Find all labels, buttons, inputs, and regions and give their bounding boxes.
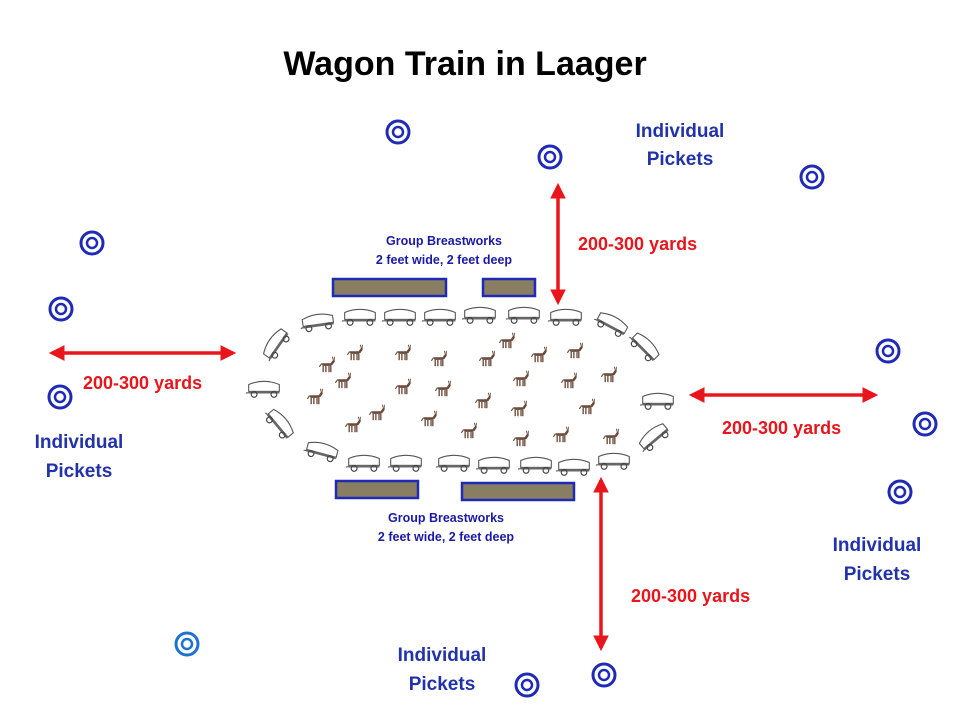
page-title: Wagon Train in Laager bbox=[283, 45, 646, 83]
mule-icon bbox=[478, 350, 496, 367]
covered-wagon-icon bbox=[548, 308, 582, 326]
mule-icon bbox=[560, 372, 578, 389]
picket-target-icon bbox=[79, 230, 105, 256]
picket-target-icon bbox=[514, 672, 540, 698]
mule-icon bbox=[334, 372, 352, 389]
distance-label-east: 200-300 yards bbox=[722, 418, 841, 438]
mule-icon bbox=[344, 416, 362, 433]
mule-herd bbox=[306, 332, 620, 447]
pickets-label-s-line2: Pickets bbox=[409, 674, 476, 695]
covered-wagon-icon bbox=[634, 420, 672, 456]
covered-wagon-icon bbox=[596, 452, 630, 470]
distance-label-west: 200-300 yards bbox=[83, 373, 202, 393]
pickets bbox=[47, 119, 938, 698]
mule-icon bbox=[394, 378, 412, 395]
mule-icon bbox=[510, 400, 528, 417]
picket-target-icon bbox=[537, 144, 563, 170]
mule-icon bbox=[430, 350, 448, 367]
picket-target-icon bbox=[47, 384, 73, 410]
mule-icon bbox=[306, 388, 324, 405]
mule-icon bbox=[368, 404, 386, 421]
pickets-label-se-line2: Pickets bbox=[844, 564, 911, 585]
breastworks-south-label-line2: 2 feet wide, 2 feet deep bbox=[378, 530, 515, 544]
covered-wagon-icon bbox=[436, 454, 470, 472]
pickets-label-s-line1: Individual bbox=[398, 645, 487, 666]
distance-label-north: 200-300 yards bbox=[578, 234, 697, 254]
covered-wagon-icon bbox=[518, 456, 552, 474]
covered-wagon-icon bbox=[382, 308, 416, 326]
breastworks-north-label-line1: Group Breastworks bbox=[386, 234, 502, 248]
mule-icon bbox=[512, 430, 530, 447]
covered-wagon-icon bbox=[640, 392, 674, 410]
mule-icon bbox=[602, 428, 620, 445]
mule-icon bbox=[318, 356, 336, 373]
covered-wagon-icon bbox=[625, 327, 662, 365]
picket-target-icon bbox=[591, 662, 617, 688]
covered-wagon-icon bbox=[422, 308, 456, 326]
mule-icon bbox=[394, 344, 412, 361]
mule-icon bbox=[434, 380, 452, 397]
breastwork-south-west bbox=[334, 479, 420, 500]
covered-wagon-icon bbox=[388, 454, 422, 472]
mule-icon bbox=[460, 422, 478, 439]
breastworks-south-group bbox=[334, 479, 576, 502]
picket-target-icon bbox=[385, 119, 411, 145]
mule-icon bbox=[474, 392, 492, 409]
covered-wagon-icon bbox=[506, 306, 540, 324]
breastwork-south-east bbox=[460, 481, 576, 502]
covered-wagon-icon bbox=[258, 326, 293, 364]
covered-wagon-icon bbox=[462, 306, 496, 324]
covered-wagon-icon bbox=[246, 380, 280, 398]
mule-icon bbox=[346, 344, 364, 361]
mule-icon bbox=[578, 398, 596, 415]
breastwork-north-east bbox=[481, 277, 537, 298]
breastworks-north-label-line2: 2 feet wide, 2 feet deep bbox=[376, 253, 513, 267]
mule-icon bbox=[420, 410, 438, 427]
pickets-label-se-line1: Individual bbox=[833, 535, 922, 556]
covered-wagon-icon bbox=[261, 404, 297, 442]
mule-icon bbox=[566, 342, 584, 359]
picket-target-icon bbox=[912, 411, 938, 437]
covered-wagon-icon bbox=[476, 456, 510, 474]
pickets-label-ne-line1: Individual bbox=[636, 121, 725, 142]
picket-target-icon bbox=[887, 479, 913, 505]
covered-wagon-icon bbox=[302, 437, 340, 464]
distance-label-south: 200-300 yards bbox=[631, 586, 750, 606]
picket-target-icon bbox=[799, 164, 825, 190]
picket-target-icon bbox=[875, 338, 901, 364]
picket-target-icon bbox=[48, 296, 74, 322]
wagon-ring bbox=[246, 306, 674, 476]
mule-icon bbox=[498, 332, 516, 349]
distance-arrows bbox=[48, 182, 879, 652]
breastworks-north-group bbox=[331, 277, 537, 298]
pickets-label-w-line2: Pickets bbox=[46, 461, 113, 482]
breastworks-south-label-line1: Group Breastworks bbox=[388, 511, 504, 525]
covered-wagon-icon bbox=[298, 311, 335, 334]
mule-icon bbox=[530, 346, 548, 363]
mule-icon bbox=[552, 426, 570, 443]
covered-wagon-icon bbox=[346, 454, 380, 472]
pickets-label-ne-line2: Pickets bbox=[647, 149, 714, 170]
covered-wagon-icon bbox=[342, 308, 376, 326]
mule-icon bbox=[600, 366, 618, 383]
picket-target-icon bbox=[174, 631, 200, 657]
pickets-label-w-line1: Individual bbox=[35, 432, 124, 453]
breastwork-north-west bbox=[331, 277, 448, 298]
mule-icon bbox=[512, 370, 530, 387]
covered-wagon-icon bbox=[556, 458, 590, 476]
covered-wagon-icon bbox=[591, 307, 630, 340]
